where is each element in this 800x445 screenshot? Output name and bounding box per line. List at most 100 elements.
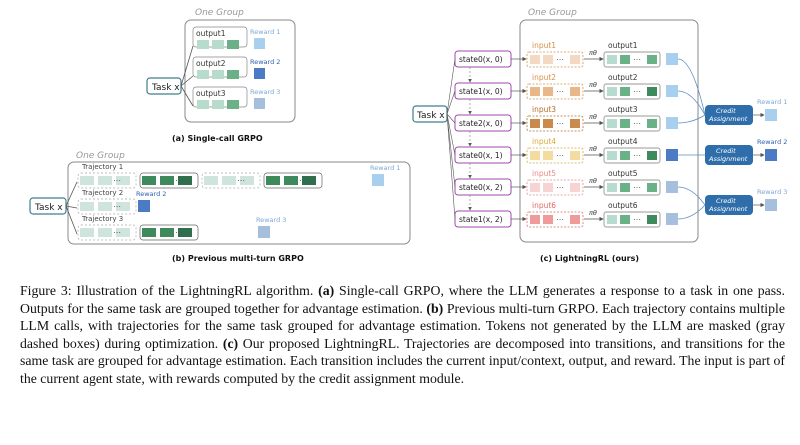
c-reward-square: [666, 117, 678, 129]
c-input-token: [543, 87, 553, 96]
a-token-box: [212, 40, 224, 49]
c-policy-label: πθ: [589, 209, 597, 217]
c-credit-text: Assignment: [708, 155, 748, 163]
b-segment-frame: [201, 172, 261, 189]
c-input-token: [543, 119, 553, 128]
c-credit-text: Assignment: [708, 115, 748, 123]
c-final-reward-square: [765, 109, 777, 121]
c-output-frame: [603, 147, 661, 164]
caption-b-tag: (b): [426, 300, 444, 316]
a-branch-arrow: [180, 75, 194, 87]
c-ellipsis: ⋯: [633, 55, 641, 64]
c-output-token: [607, 215, 617, 224]
c-ellipsis: ⋯: [556, 55, 564, 64]
panel-b-group-frame: [67, 161, 411, 245]
c-input-frame: [526, 147, 584, 164]
c-state-label: state1(x, 2): [459, 215, 503, 224]
caption-c-tag: (c): [222, 335, 239, 351]
a-reward-square: [254, 38, 265, 49]
panel-b-caption: (b) Previous multi-turn GRPO: [172, 254, 304, 263]
a-output-label: output1: [196, 29, 226, 38]
caption-c-text: Our proposed LightningRL. Trajectories a…: [20, 335, 785, 386]
b-segment-frame: [77, 224, 137, 241]
c-output-frame: [603, 83, 661, 100]
c-ellipsis: ⋯: [633, 87, 641, 96]
c-final-reward-label: Reward 2: [757, 138, 787, 146]
b-token-box: [80, 176, 94, 185]
a-token-box: [197, 100, 209, 109]
c-input-token: [543, 151, 553, 160]
c-output-label: output1: [608, 41, 638, 50]
c-credit-link: [677, 90, 706, 116]
c-input-label: input2: [532, 73, 556, 82]
c-credit-link: [677, 204, 706, 220]
c-output-frame: [603, 115, 661, 132]
c-input-token: [543, 183, 553, 192]
a-branch-arrow: [180, 45, 194, 87]
a-token-box: [212, 100, 224, 109]
a-token-box: [212, 70, 224, 79]
c-input-token: [530, 183, 540, 192]
panel-c-group-frame: [519, 19, 699, 243]
c-output-token: [647, 55, 657, 64]
a-token-box: [197, 40, 209, 49]
b-token-box: [116, 202, 130, 211]
b-reward-square: [372, 174, 384, 186]
c-policy-label: πθ: [589, 81, 597, 89]
c-output-token: [620, 119, 630, 128]
c-input-label: input3: [532, 105, 556, 114]
panel-b: One Group Task x Trajectory 1⋯⋯⋯⋯Reward …: [29, 151, 411, 263]
b-token-box: [302, 176, 316, 185]
c-output-label: output4: [608, 137, 638, 146]
figure-caption: Figure 3: Illustration of the LightningR…: [20, 282, 785, 387]
c-input-token: [530, 55, 540, 64]
a-output-label: output2: [196, 59, 226, 68]
caption-intro: Figure 3: Illustration of the LightningR…: [20, 283, 319, 298]
c-policy-label: πθ: [589, 49, 597, 57]
panel-a-caption: (a) Single-call GRPO: [172, 134, 263, 143]
caption-a-text: Single-call GRPO, where the LLM generate…: [20, 283, 785, 316]
b-segment-frame: [77, 198, 137, 215]
c-policy-label: πθ: [589, 145, 597, 153]
b-token-box: [160, 228, 174, 237]
c-output-frame: [603, 211, 661, 228]
c-input-token: [570, 119, 580, 128]
b-token-box: [98, 202, 112, 211]
c-credit-link: [677, 114, 706, 124]
a-branch-arrow: [180, 85, 194, 107]
c-output-label: output3: [608, 105, 638, 114]
b-ellipsis: ⋯: [113, 228, 121, 237]
b-ellipsis: ⋯: [175, 228, 183, 237]
c-input-token: [530, 215, 540, 224]
a-reward-label: Reward 3: [250, 88, 280, 96]
b-ellipsis: ⋯: [175, 176, 183, 185]
b-token-box: [116, 228, 130, 237]
c-reward-square: [666, 149, 678, 161]
c-state-label: state0(x, 1): [459, 151, 503, 160]
c-reward-square: [666, 53, 678, 65]
b-token-box: [98, 176, 112, 185]
b-token-box: [142, 228, 156, 237]
c-output-token: [620, 151, 630, 160]
a-reward-label: Reward 2: [250, 58, 280, 66]
c-state-label: state0(x, 2): [459, 183, 503, 192]
panel-c-caption: (c) LightningRL (ours): [540, 254, 639, 263]
c-output-token: [607, 55, 617, 64]
b-segment-frame: [263, 172, 323, 189]
c-output-token: [607, 87, 617, 96]
c-input-label: input1: [532, 41, 556, 50]
b-branch-arrow: [65, 205, 78, 209]
c-output-token: [607, 183, 617, 192]
b-token-box: [178, 176, 192, 185]
c-state-label: state2(x, 0): [459, 119, 503, 128]
c-branch-arrow: [446, 113, 456, 188]
c-output-token: [607, 119, 617, 128]
c-output-label: output5: [608, 169, 638, 178]
c-ellipsis: ⋯: [556, 87, 564, 96]
c-input-frame: [526, 115, 584, 132]
b-ellipsis: ⋯: [113, 176, 121, 185]
b-reward-square: [138, 200, 150, 212]
c-output-label: output6: [608, 201, 638, 210]
b-segment-frame: [139, 172, 199, 189]
